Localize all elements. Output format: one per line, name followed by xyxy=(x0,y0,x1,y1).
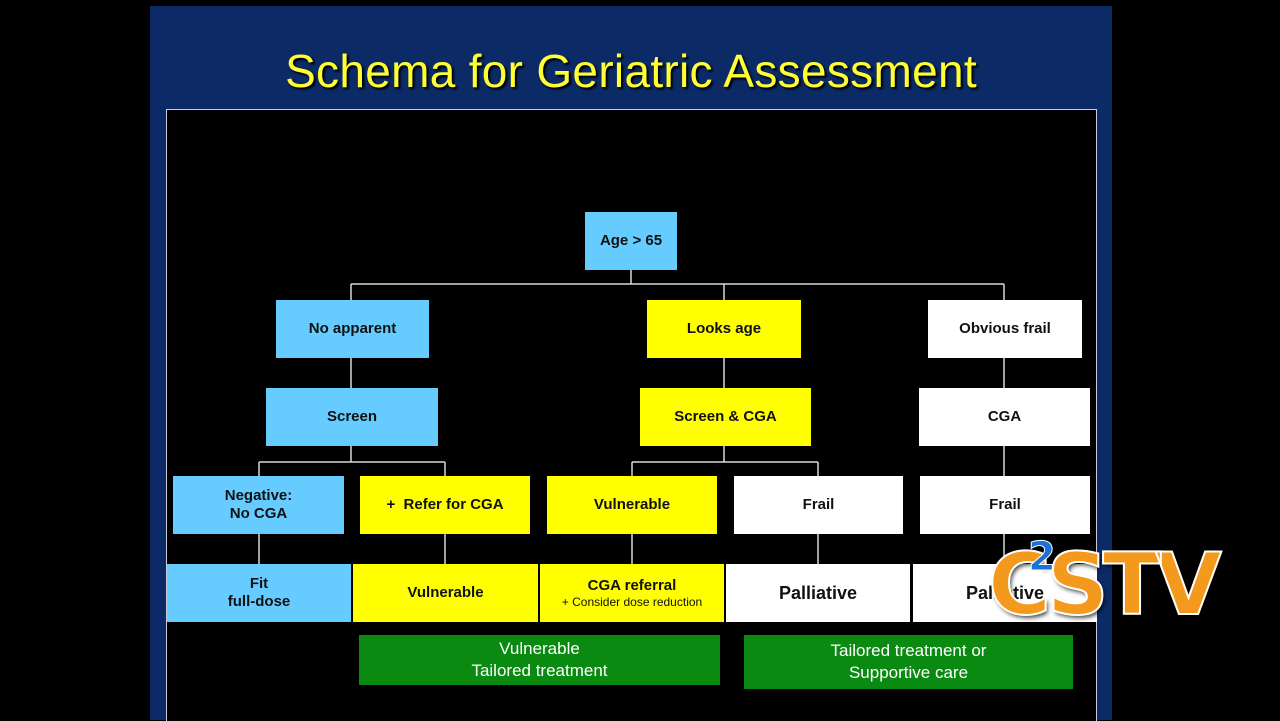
node-no-apparent: No apparent xyxy=(276,300,429,358)
node-palliative-1-label: Palliative xyxy=(778,583,858,603)
node-looks-age: Looks age xyxy=(647,300,801,358)
node-palliative-2: Palliative xyxy=(913,564,1097,622)
node-negative-line1: Negative: xyxy=(224,487,293,504)
outcome-tailored-or-supportive: Tailored treatment or Supportive care xyxy=(744,635,1073,689)
node-age-over-65: Age > 65 xyxy=(585,212,677,270)
node-age-over-65-label: Age > 65 xyxy=(599,232,663,249)
node-negative-no-cga: Negative: No CGA xyxy=(173,476,344,534)
node-negative-line2: No CGA xyxy=(229,505,288,522)
node-refer-for-cga: + Refer for CGA xyxy=(360,476,530,534)
slide-title: Schema for Geriatric Assessment xyxy=(285,45,977,97)
node-frail-right-label: Frail xyxy=(989,496,1021,513)
node-vulnerable-mid-label: Vulnerable xyxy=(593,496,671,513)
outcome-vulnerable-tailored: Vulnerable Tailored treatment xyxy=(359,635,720,685)
node-refer-for-cga-label: + Refer for CGA xyxy=(386,496,504,513)
node-frail-mid-label: Frail xyxy=(802,496,835,513)
node-cga-label: CGA xyxy=(987,408,1022,425)
node-no-apparent-label: No apparent xyxy=(308,320,397,337)
node-screen-label: Screen xyxy=(326,408,378,425)
node-palliative-1: Palliative xyxy=(726,564,910,622)
node-cga-referral-sub: + Consider dose reduction xyxy=(561,595,703,609)
node-fit-line1: Fit xyxy=(249,575,269,592)
node-fit-full-dose: Fit full-dose xyxy=(167,564,351,622)
node-screen: Screen xyxy=(266,388,438,446)
node-frail-mid: Frail xyxy=(734,476,903,534)
node-cga-referral: CGA referral + Consider dose reduction xyxy=(540,564,724,622)
node-vulnerable-mid: Vulnerable xyxy=(547,476,717,534)
node-screen-and-cga: Screen & CGA xyxy=(640,388,811,446)
node-frail-right: Frail xyxy=(920,476,1090,534)
node-fit-line2: full-dose xyxy=(227,593,291,610)
node-palliative-2-label: Palliative xyxy=(965,583,1045,603)
node-looks-age-label: Looks age xyxy=(686,320,762,337)
outcome-right-line1: Tailored treatment or xyxy=(830,641,987,660)
node-cga: CGA xyxy=(919,388,1090,446)
outcome-left-line2: Tailored treatment xyxy=(471,661,608,680)
node-vulnerable-bottom: Vulnerable xyxy=(353,564,538,622)
node-cga-referral-label: CGA referral xyxy=(587,577,677,594)
node-screen-and-cga-label: Screen & CGA xyxy=(674,408,777,425)
node-obvious-frail-label: Obvious frail xyxy=(959,320,1051,337)
node-vulnerable-bottom-label: Vulnerable xyxy=(407,584,484,601)
outcome-right-line2: Supportive care xyxy=(848,663,969,682)
node-obvious-frail: Obvious frail xyxy=(928,300,1082,358)
outcome-left-line1: Vulnerable xyxy=(499,639,580,658)
